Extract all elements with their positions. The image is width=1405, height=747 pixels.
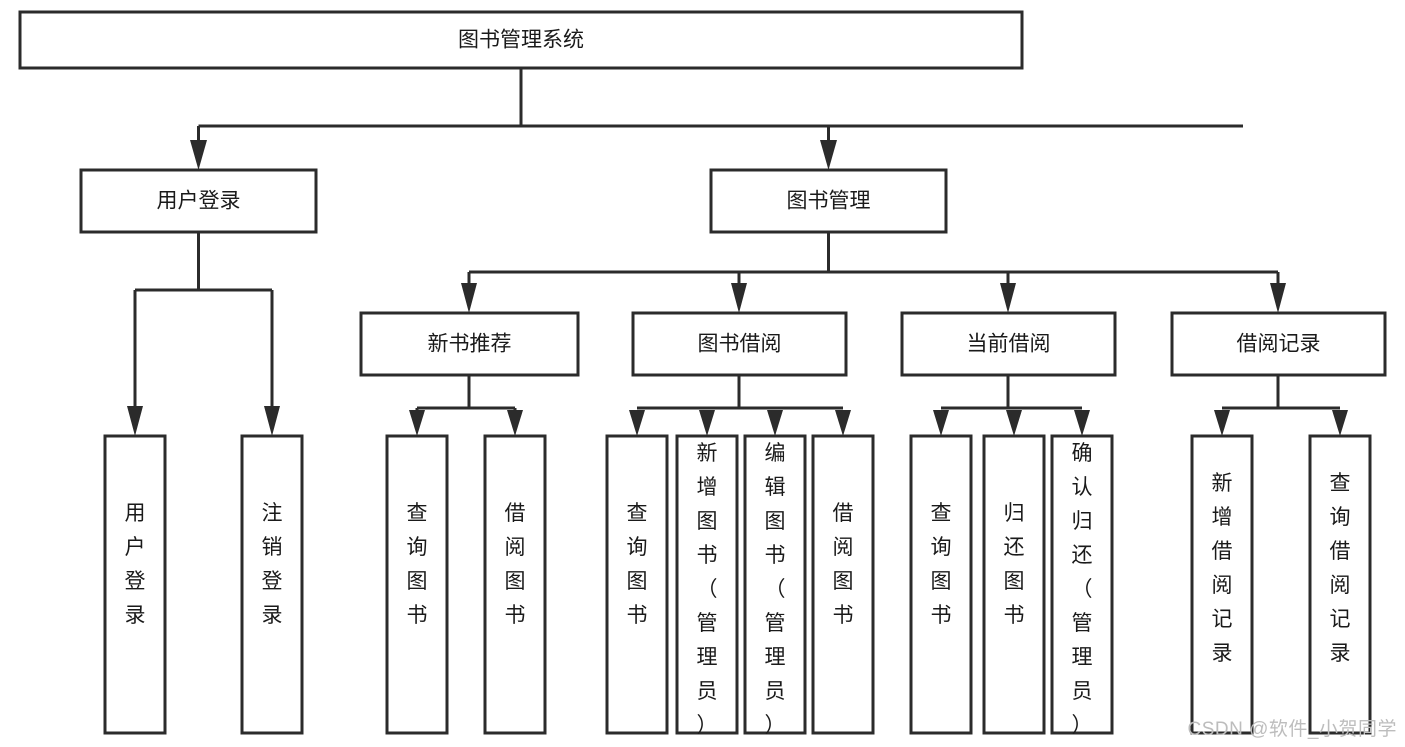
node-leaf-edit-book-label: 编辑图书（管理员）: [765, 442, 786, 737]
node-leaf-borrow-book-1-box[interactable]: [483, 434, 547, 735]
node-leaf-add-record[interactable]: 新增借阅记录: [1190, 434, 1254, 735]
node-new-book-recommend-label: 新书推荐: [428, 333, 512, 356]
node-leaf-query-book-3[interactable]: 查询图书: [909, 434, 973, 735]
node-leaf-user-login-label: 用户登录: [125, 502, 146, 627]
node-leaf-query-book-2-box[interactable]: [605, 434, 669, 735]
node-leaf-logout[interactable]: 注销登录: [240, 434, 304, 735]
connector-group-book-borrow: [629, 375, 851, 436]
node-user-login[interactable]: 用户登录: [79, 168, 318, 234]
arrow-head-leaf-user-login: [127, 406, 143, 436]
arrow-head-leaf-confirm-return: [1074, 410, 1090, 436]
connector-group-current-borrow: [933, 375, 1090, 436]
leaf-nodes-group: 用户登录 注销登录 查询图书 借阅图书 查询图书 新增图书（管理员）: [103, 434, 1372, 737]
csdn-watermark: CSDN @软件_小贺同学: [1187, 719, 1397, 740]
node-book-borrow-label: 图书借阅: [698, 333, 782, 356]
connector-group-borrow-record: [1214, 375, 1348, 436]
node-current-borrow-box[interactable]: [900, 311, 1117, 377]
node-leaf-add-book[interactable]: 新增图书（管理员）: [675, 434, 739, 737]
node-leaf-borrow-book-2[interactable]: 借阅图书: [811, 434, 875, 735]
node-leaf-logout-box[interactable]: [240, 434, 304, 735]
node-user-login-label: 用户登录: [157, 190, 241, 213]
arrow-head-leaf-query-book-3: [933, 410, 949, 436]
node-leaf-query-record[interactable]: 查询借阅记录: [1308, 434, 1372, 735]
node-leaf-add-book-label: 新增图书（管理员）: [697, 442, 718, 737]
node-leaf-borrow-book-2-label: 借阅图书: [833, 502, 854, 627]
arrow-head-leaf-edit-book: [767, 410, 783, 436]
node-leaf-query-book-3-box[interactable]: [909, 434, 973, 735]
connector-group-new-book-recommend: [409, 375, 523, 436]
node-leaf-borrow-book-1[interactable]: 借阅图书: [483, 434, 547, 735]
arrow-head-leaf-query-book-2: [629, 410, 645, 436]
node-leaf-confirm-return-label: 确认归还（管理员）: [1072, 442, 1093, 737]
node-leaf-query-record-label: 查询借阅记录: [1330, 472, 1351, 665]
node-book-borrow-box[interactable]: [631, 311, 848, 377]
node-leaf-query-book-2[interactable]: 查询图书: [605, 434, 669, 735]
node-current-borrow[interactable]: 当前借阅: [900, 311, 1117, 377]
connector-group-book-manage: [461, 232, 1286, 313]
arrow-head-new-book-recommend: [461, 283, 477, 313]
node-root-label: 图书管理系统: [458, 29, 584, 52]
node-leaf-query-book-1[interactable]: 查询图书: [385, 434, 449, 735]
arrow-head-leaf-add-book: [699, 410, 715, 436]
node-borrow-record-label: 借阅记录: [1237, 333, 1321, 356]
node-leaf-user-login[interactable]: 用户登录: [103, 434, 167, 735]
node-leaf-query-record-box[interactable]: [1308, 434, 1372, 735]
node-leaf-return-book-box[interactable]: [982, 434, 1046, 735]
arrow-head-leaf-return-book: [1006, 410, 1022, 436]
node-leaf-add-record-label: 新增借阅记录: [1212, 472, 1233, 665]
node-leaf-borrow-book-1-label: 借阅图书: [505, 502, 526, 627]
node-book-manage-box[interactable]: [709, 168, 948, 234]
node-book-borrow[interactable]: 图书借阅: [631, 311, 848, 377]
node-new-book-recommend[interactable]: 新书推荐: [359, 311, 580, 377]
arrow-head-leaf-borrow-book-1: [507, 410, 523, 436]
node-borrow-record-box[interactable]: [1170, 311, 1387, 377]
node-leaf-logout-label: 注销登录: [262, 502, 283, 627]
node-borrow-record[interactable]: 借阅记录: [1170, 311, 1387, 377]
arrow-head-current-borrow: [1000, 283, 1016, 313]
arrow-head-leaf-query-book-1: [409, 410, 425, 436]
node-leaf-edit-book-box[interactable]: [743, 434, 807, 735]
node-leaf-confirm-return-box[interactable]: [1050, 434, 1114, 735]
arrow-head-leaf-add-record: [1214, 410, 1230, 436]
node-leaf-query-book-2-label: 查询图书: [627, 502, 648, 627]
node-leaf-add-record-box[interactable]: [1190, 434, 1254, 735]
node-leaf-return-book[interactable]: 归还图书: [982, 434, 1046, 735]
node-current-borrow-label: 当前借阅: [967, 333, 1051, 356]
connector-group-root: [190, 68, 1243, 170]
node-leaf-user-login-box[interactable]: [103, 434, 167, 735]
node-book-manage-label: 图书管理: [787, 190, 871, 213]
arrow-head-leaf-query-record: [1332, 410, 1348, 436]
node-book-manage[interactable]: 图书管理: [709, 168, 948, 234]
arrow-head-leaf-borrow-book-2: [835, 410, 851, 436]
node-leaf-query-book-3-label: 查询图书: [931, 502, 952, 627]
node-new-book-recommend-box[interactable]: [359, 311, 580, 377]
node-user-login-box[interactable]: [79, 168, 318, 234]
arrow-head-book-borrow: [731, 283, 747, 313]
arrow-head-user-login: [190, 140, 207, 170]
node-leaf-borrow-book-2-box[interactable]: [811, 434, 875, 735]
node-leaf-edit-book[interactable]: 编辑图书（管理员）: [743, 434, 807, 737]
arrow-head-book-manage: [820, 140, 837, 170]
node-leaf-return-book-label: 归还图书: [1004, 502, 1025, 627]
node-root[interactable]: 图书管理系统: [18, 10, 1024, 70]
connector-group-user-login: [127, 232, 280, 436]
node-leaf-confirm-return[interactable]: 确认归还（管理员）: [1050, 434, 1114, 737]
node-leaf-query-book-1-label: 查询图书: [407, 502, 428, 627]
arrow-head-leaf-logout: [264, 406, 280, 436]
node-root-box[interactable]: [18, 10, 1024, 70]
node-leaf-query-book-1-box[interactable]: [385, 434, 449, 735]
node-leaf-add-book-box[interactable]: [675, 434, 739, 735]
arrow-head-borrow-record: [1270, 283, 1286, 313]
